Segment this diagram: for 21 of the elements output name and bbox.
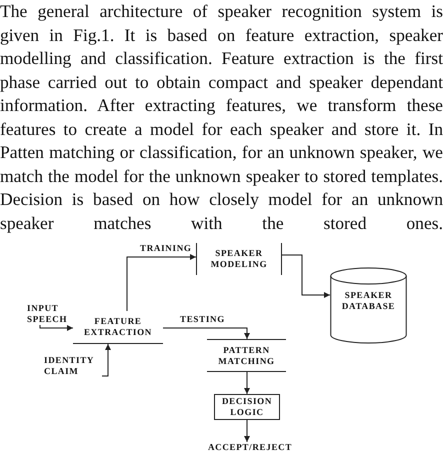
node-label: PATTERN MATCHING	[217, 344, 276, 366]
flow-label: INPUT SPEECH	[27, 303, 75, 325]
arrow	[40, 324, 74, 331]
flow-label: IDENTITY CLAIM	[44, 355, 102, 377]
node-label: FEATURE EXTRACTION	[82, 316, 153, 338]
process-box	[214, 394, 280, 420]
edge-label: TESTING	[180, 314, 225, 325]
arrow	[244, 420, 250, 442]
edge-label: TRAINING	[140, 243, 192, 254]
node-label: DECISION LOGIC	[220, 396, 274, 418]
flow-label: ACCEPT/REJECT	[204, 442, 296, 454]
arrow	[282, 254, 330, 298]
node-label: SPEAKER MODELING	[210, 248, 268, 270]
arrow	[102, 344, 111, 376]
arrow	[244, 372, 250, 394]
body-paragraph: The general architecture of speaker recognition system is given in Fig.1. It is based on feature extraction, speaker modelling and classification. Feature extraction is the first phase carried out to obtain compact and speaker dependant information. After extracting features, we transform these features to create a model for each speaker and store it. In Patten matching or classification, for an unknown speaker, we match the model for the unknown speaker to stored templates. Decision is based on how closely model for an unknown speaker matches with the stored ones.	[0, 0, 443, 235]
arrow	[162, 328, 250, 340]
process-box	[207, 339, 286, 372]
process-box	[196, 243, 282, 275]
node-label: SPEAKER DATABASE	[340, 290, 396, 312]
arrow	[126, 254, 196, 312]
